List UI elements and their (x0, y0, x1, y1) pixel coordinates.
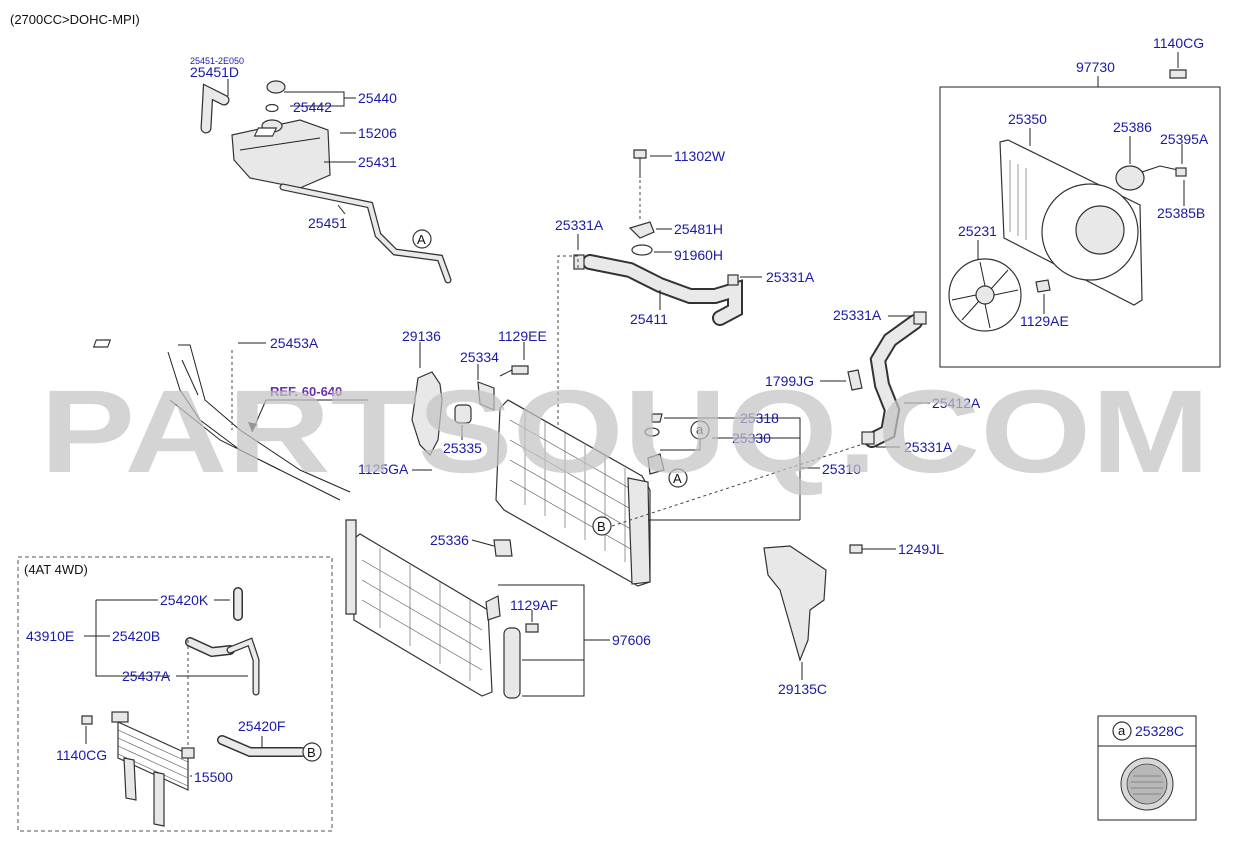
label-15500: 15500 (194, 769, 233, 785)
label-25453A: 25453A (270, 335, 319, 351)
marker-a-inset-text: a (1118, 723, 1126, 738)
at4wd-header: (4AT 4WD) (24, 562, 88, 577)
oil-cooler (111, 711, 195, 827)
label-25331A-lower-bottom: 25331A (904, 439, 953, 455)
reservoir-tank (231, 119, 331, 189)
ref-link[interactable]: REF. 60-640 (270, 384, 342, 399)
body-reference-group: 25453A REF. 60-640 (92, 335, 368, 501)
marker-A-top (412, 229, 432, 249)
marker-a-radiator-text: a (696, 422, 704, 437)
reservoir-tank-group: 25451-2E050 25451D 25442 25440 15206 254… (190, 56, 452, 284)
watermark: PARTSOUQ.COM (40, 366, 1210, 498)
hose-clamp-upper-left (573, 254, 585, 270)
label-25420K: 25420K (160, 592, 209, 608)
label-25431: 25431 (358, 154, 397, 170)
label-25331A-upper-left: 25331A (555, 217, 604, 233)
label-1125GA: 1125GA (358, 461, 409, 477)
label-91960H: 91960H (674, 247, 723, 263)
label-1129AE: 1129AE (1020, 313, 1069, 329)
label-1140CG-bottom: 1140CG (56, 747, 107, 763)
marker-a-inset (1112, 721, 1132, 741)
label-25336: 25336 (430, 532, 469, 548)
label-25411: 25411 (630, 311, 668, 327)
label-25412A: 25412A (932, 395, 981, 411)
marker-B-oil-cooler-text: B (307, 745, 316, 760)
label-25420F: 25420F (238, 718, 285, 734)
label-29135C: 29135C (778, 681, 827, 697)
label-25451-2E050: 25451-2E050 (190, 56, 244, 66)
receiver-dryer (503, 627, 521, 699)
lower-hose-group: 25331A 1799JG 25412A 25331A (765, 307, 981, 455)
air-guard-group: 1249JL 29135C (763, 541, 944, 697)
label-25231: 25231 (958, 223, 997, 239)
label-15206: 15206 (358, 125, 397, 141)
label-1249JL: 1249JL (898, 541, 944, 557)
label-25350: 25350 (1008, 111, 1047, 127)
fan-motor (1115, 165, 1145, 191)
label-97730: 97730 (1076, 59, 1115, 75)
marker-a-radiator (690, 420, 710, 440)
marker-B-radiator (592, 516, 612, 536)
marker-A-radiator-text: A (673, 471, 682, 486)
label-25385B: 25385B (1157, 205, 1205, 221)
engine-header: (2700CC>DOHC-MPI) (10, 12, 140, 27)
label-25334: 25334 (460, 349, 499, 365)
label-25331A-upper-right: 25331A (766, 269, 815, 285)
label-25395A: 25395A (1160, 131, 1209, 147)
label-25330: 25330 (732, 430, 771, 446)
label-25442: 25442 (293, 99, 332, 115)
label-25331A-lower-top: 25331A (833, 307, 882, 323)
label-43910E: 43910E (26, 628, 74, 644)
marker-B-oil-cooler (302, 742, 322, 762)
label-25451D: 25451D (190, 64, 239, 80)
label-25328C: 25328C (1135, 723, 1184, 739)
label-25310: 25310 (822, 461, 861, 477)
label-25386: 25386 (1113, 119, 1152, 135)
label-25481H: 25481H (674, 221, 723, 237)
fan-assembly-group: 1140CG 97730 25350 25386 25395A 25385B 2… (939, 35, 1221, 368)
reservoir-cap (266, 80, 286, 94)
label-1140CG-top: 1140CG (1153, 35, 1204, 51)
marker-B-radiator-text: B (597, 519, 606, 534)
label-25451: 25451 (308, 215, 347, 231)
label-25437A: 25437A (122, 668, 171, 684)
oil-cooler-group: (4AT 4WD) 25420K 43910E 25 (17, 556, 333, 832)
marker-A-top-text: A (417, 232, 426, 247)
label-97606: 97606 (612, 632, 651, 648)
label-25420B: 25420B (112, 628, 160, 644)
hose-clamp-upper-right (727, 274, 739, 286)
upper-hose-group: 11302W 25481H 91960H 25331A 25331A 25411 (510, 148, 815, 441)
condenser-group: 1129AF 97606 (345, 519, 651, 699)
air-guard (763, 545, 827, 662)
label-1129EE: 1129EE (498, 328, 547, 344)
marker-A-radiator (668, 468, 688, 488)
label-29136: 29136 (402, 328, 441, 344)
label-11302W: 11302W (674, 148, 726, 164)
label-inset-group: a 25328C (1097, 715, 1197, 821)
at4wd-box (17, 556, 333, 832)
label-25318: 25318 (740, 410, 779, 426)
cap-seal (265, 103, 279, 113)
label-1129AF: 1129AF (510, 597, 558, 613)
label-1799JG: 1799JG (765, 373, 814, 389)
radiator-bracket (411, 371, 443, 456)
fan-assembly-box (939, 86, 1221, 368)
label-25440: 25440 (358, 90, 397, 106)
radiator-group: 29136 1129EE 25334 25335 1125GA 25318 25… (358, 328, 861, 587)
warning-label-sticker (253, 127, 278, 137)
label-25335: 25335 (443, 440, 482, 456)
